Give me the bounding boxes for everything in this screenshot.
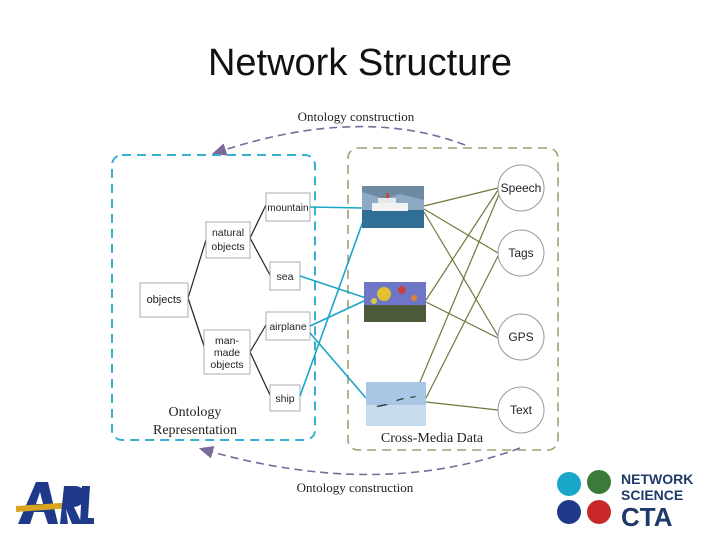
modality-speech-label: Speech [501,181,542,195]
cross-media-data-panel [347,147,559,451]
bottom-arrow-label: Ontology construction [297,480,414,495]
node-manmade-label-line1: man- [215,335,239,347]
cross-media-label: Cross-Media Data [381,431,484,446]
node-objects: objects [139,282,189,318]
modality-speech: Speech [497,164,545,212]
node-objects-label: objects [147,294,182,306]
logo-line1: NETWORK [621,471,693,487]
node-sea: sea [269,261,301,291]
slide-title: Network Structure [207,42,513,84]
node-mountain: mountain [265,192,311,222]
node-manmade-label-line3: objects [210,359,243,371]
node-man-made-objects: man- made objects [203,329,251,375]
node-ship-label: ship [275,393,294,405]
node-airplane: airplane [265,311,311,341]
node-manmade-label-line2: made [214,347,240,359]
bottom-construction-arrow [198,446,521,476]
modality-text: Text [497,386,545,434]
ship-on-lake-image [362,186,424,228]
node-mountain-label: mountain [267,203,308,214]
node-natural-objects: natural objects [205,221,251,259]
node-sea-label: sea [277,271,294,283]
modality-gps-label: GPS [508,330,533,344]
node-ship: ship [269,384,301,412]
node-natural-label-line2: objects [211,241,244,253]
modality-gps: GPS [497,313,545,361]
modality-tags-label: Tags [508,246,533,260]
image-to-modality-links [419,187,501,411]
arl-logo [16,482,94,524]
logo-line2: SCIENCE [621,487,683,503]
balloons-over-field-image [364,282,426,322]
logo-line3: CTA [621,502,673,530]
node-natural-label-line1: natural [212,227,244,239]
top-arrow-label: Ontology construction [298,109,415,124]
ontology-to-image-links [299,206,367,399]
tree-edges [187,204,271,396]
airplanes-in-sky-image [366,382,426,426]
ontology-label-line1: Ontology [169,405,222,420]
ontology-representation-panel [111,154,316,441]
network-science-cta-logo: NETWORK SCIENCE CTA [557,470,693,530]
modality-text-label: Text [510,403,533,417]
ontology-label-line2: Representation [153,423,237,438]
node-airplane-label: airplane [269,321,307,333]
modality-tags: Tags [497,229,545,277]
top-construction-arrow [211,125,466,156]
